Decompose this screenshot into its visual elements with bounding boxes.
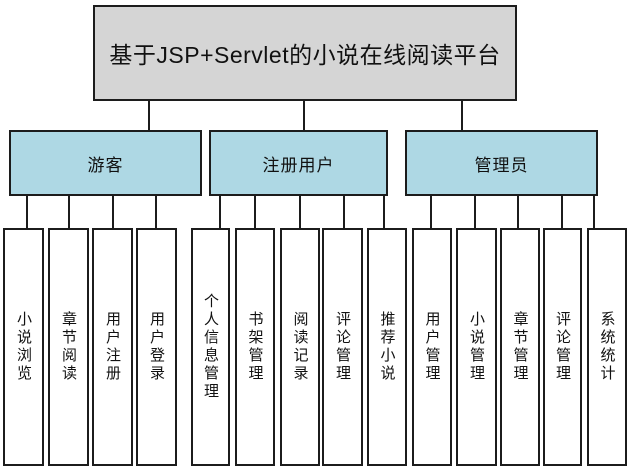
- leaf-node: 评论管理: [322, 228, 363, 466]
- connector-line: [343, 194, 345, 230]
- leaf-node-label: 阅读记录: [291, 311, 309, 383]
- connector-root-registered-user: [303, 99, 305, 132]
- branch-node-admin: 管理员: [405, 130, 598, 196]
- leaf-node-label: 小说管理: [468, 311, 485, 383]
- leaf-node-label: 评论管理: [334, 311, 351, 383]
- leaf-node: 书架管理: [235, 228, 275, 466]
- connector-line: [155, 194, 157, 230]
- leaf-node-label: 评论管理: [554, 311, 571, 383]
- leaf-node-label: 用户登录: [148, 311, 165, 383]
- leaf-node: 个人信息管理: [191, 228, 230, 466]
- leaf-node: 用户管理: [412, 228, 452, 466]
- branch-node-label: 游客: [87, 155, 124, 175]
- leaf-node-label: 推荐小说: [378, 311, 396, 383]
- connector-line: [593, 194, 595, 230]
- leaf-node: 小说管理: [456, 228, 497, 466]
- leaf-node: 评论管理: [543, 228, 582, 466]
- leaf-node: 章节管理: [500, 228, 540, 466]
- connector-line: [430, 194, 432, 230]
- leaf-node: 阅读记录: [280, 228, 320, 466]
- connector-root-visitor: [148, 99, 150, 132]
- root-node-platform-title: 基于JSP+Servlet的小说在线阅读平台: [93, 5, 517, 101]
- branch-node-visitor: 游客: [9, 130, 202, 196]
- leaf-node: 用户登录: [136, 228, 177, 466]
- connector-line: [299, 194, 301, 230]
- leaf-node-label: 系统统计: [598, 311, 616, 383]
- leaf-node-label: 书架管理: [246, 311, 264, 383]
- connector-line: [26, 194, 28, 230]
- branch-node-label: 管理员: [474, 155, 529, 175]
- connector-line: [383, 194, 385, 230]
- branch-node-label: 注册用户: [262, 155, 335, 175]
- leaf-node-label: 个人信息管理: [202, 293, 219, 401]
- leaf-node-label: 用户管理: [423, 311, 441, 383]
- root-node-label: 基于JSP+Servlet的小说在线阅读平台: [109, 42, 501, 68]
- connector-line: [517, 194, 519, 230]
- connector-line: [474, 194, 476, 230]
- leaf-node: 小说浏览: [3, 228, 44, 466]
- leaf-node: 章节阅读: [48, 228, 89, 466]
- leaf-node-label: 章节阅读: [60, 311, 77, 383]
- leaf-node: 推荐小说: [367, 228, 407, 466]
- connector-root-admin: [461, 99, 463, 132]
- leaf-node-label: 小说浏览: [15, 311, 32, 383]
- connector-line: [112, 194, 114, 230]
- connector-line: [219, 194, 221, 230]
- connector-line: [561, 194, 563, 230]
- connector-line: [254, 194, 256, 230]
- leaf-node-label: 用户注册: [104, 311, 121, 383]
- leaf-node-label: 章节管理: [511, 311, 529, 383]
- leaf-node: 系统统计: [587, 228, 627, 466]
- leaf-node: 用户注册: [92, 228, 133, 466]
- branch-node-registered-user: 注册用户: [209, 130, 388, 196]
- connector-line: [68, 194, 70, 230]
